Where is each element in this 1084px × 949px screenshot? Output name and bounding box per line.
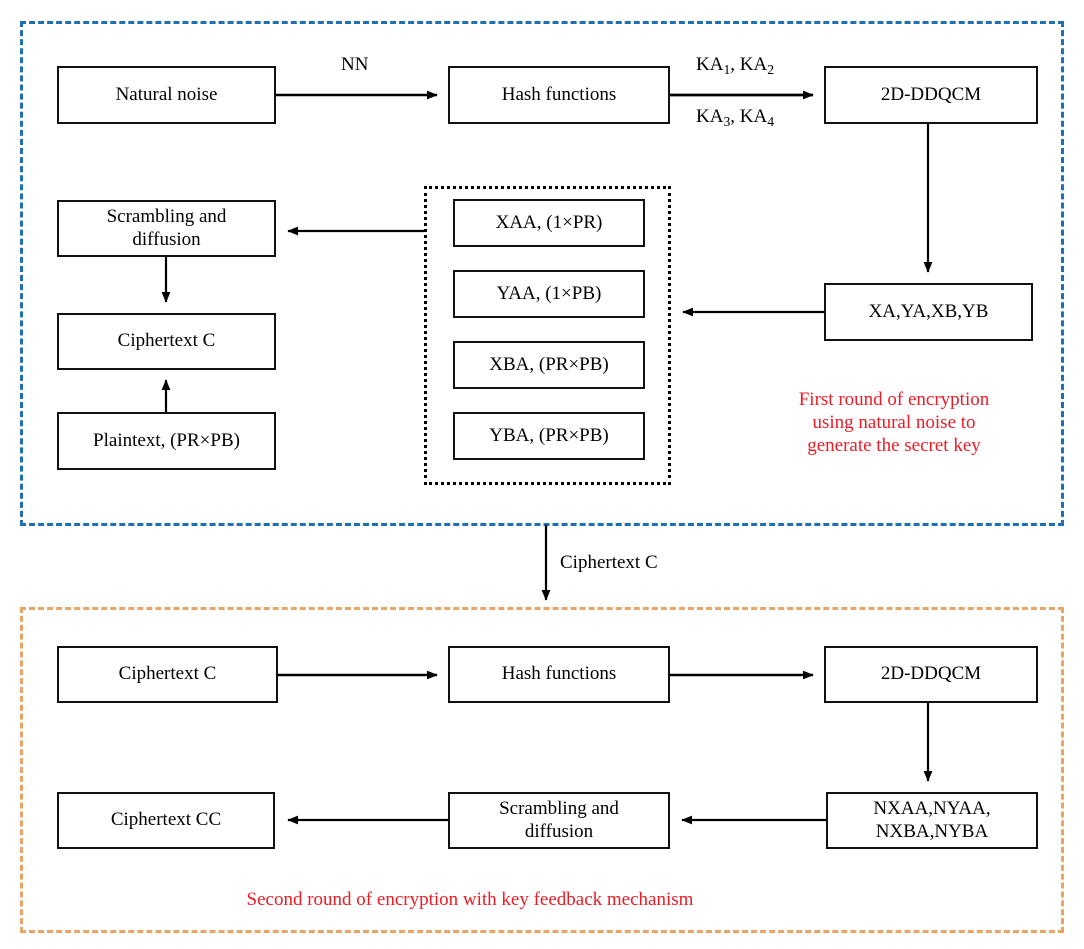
node-key-yba[interactable]: YBA, (PR×PB) xyxy=(453,412,645,460)
node-nkeys-label: NXAA,NYAA, NXBA,NYBA xyxy=(873,798,991,842)
key-group-region xyxy=(424,186,671,485)
node-xa-ya-xb-yb-label: XA,YA,XB,YB xyxy=(868,300,989,322)
node-scrambling-diffusion-r2-label: Scrambling and diffusion xyxy=(499,798,619,842)
node-key-xba-label: XBA, (PR×PB) xyxy=(489,353,609,375)
node-scrambling-diffusion-r2[interactable]: Scrambling and diffusion xyxy=(448,792,670,849)
round1-region xyxy=(20,21,1064,526)
note-round1: First round of encryption using natural … xyxy=(798,389,990,457)
node-plaintext-label: Plaintext, (PR×PB) xyxy=(93,429,240,451)
round2-region xyxy=(20,607,1064,933)
connector-label-ciphertext-c: Ciphertext C xyxy=(560,552,658,573)
node-natural-noise[interactable]: Natural noise xyxy=(57,66,276,124)
note-round2: Second round of encryption with key feed… xyxy=(246,889,694,910)
node-nkeys[interactable]: NXAA,NYAA, NXBA,NYBA xyxy=(826,792,1038,849)
node-scrambling-diffusion-r1-label: Scrambling and diffusion xyxy=(106,206,227,250)
edge-label-nn: NN xyxy=(341,54,369,75)
node-ciphertext-cc[interactable]: Ciphertext CC xyxy=(57,792,275,849)
node-hash-functions-r2[interactable]: Hash functions xyxy=(448,646,670,703)
node-2d-ddqcm-r1[interactable]: 2D-DDQCM xyxy=(824,66,1038,124)
node-ciphertext-c-r1-label: Ciphertext C xyxy=(117,330,216,352)
node-ciphertext-c-r2-label: Ciphertext C xyxy=(118,663,217,685)
node-hash-functions-r1-label: Hash functions xyxy=(501,83,617,105)
node-key-yba-label: YBA, (PR×PB) xyxy=(489,424,609,446)
node-ciphertext-cc-label: Ciphertext CC xyxy=(110,809,222,831)
node-key-xaa-label: XAA, (1×PR) xyxy=(495,211,603,233)
edge-label-ka-bottom: KA3, KA4 xyxy=(696,106,775,130)
node-key-yaa-label: YAA, (1×PB) xyxy=(496,282,602,304)
node-plaintext[interactable]: Plaintext, (PR×PB) xyxy=(57,412,276,470)
node-xa-ya-xb-yb[interactable]: XA,YA,XB,YB xyxy=(824,283,1033,341)
node-natural-noise-label: Natural noise xyxy=(115,83,218,105)
node-ciphertext-c-r2[interactable]: Ciphertext C xyxy=(57,646,278,703)
node-key-xaa[interactable]: XAA, (1×PR) xyxy=(453,199,645,247)
node-2d-ddqcm-r2[interactable]: 2D-DDQCM xyxy=(824,646,1038,703)
node-key-xba[interactable]: XBA, (PR×PB) xyxy=(453,341,645,389)
node-hash-functions-r1[interactable]: Hash functions xyxy=(448,66,670,124)
node-2d-ddqcm-r1-label: 2D-DDQCM xyxy=(880,83,982,105)
node-ciphertext-c-r1[interactable]: Ciphertext C xyxy=(57,313,276,370)
node-hash-functions-r2-label: Hash functions xyxy=(501,663,617,685)
node-2d-ddqcm-r2-label: 2D-DDQCM xyxy=(880,663,982,685)
edge-label-ka-top: KA1, KA2 xyxy=(696,54,775,78)
node-scrambling-diffusion-r1[interactable]: Scrambling and diffusion xyxy=(57,200,276,257)
node-key-yaa[interactable]: YAA, (1×PB) xyxy=(453,270,645,318)
